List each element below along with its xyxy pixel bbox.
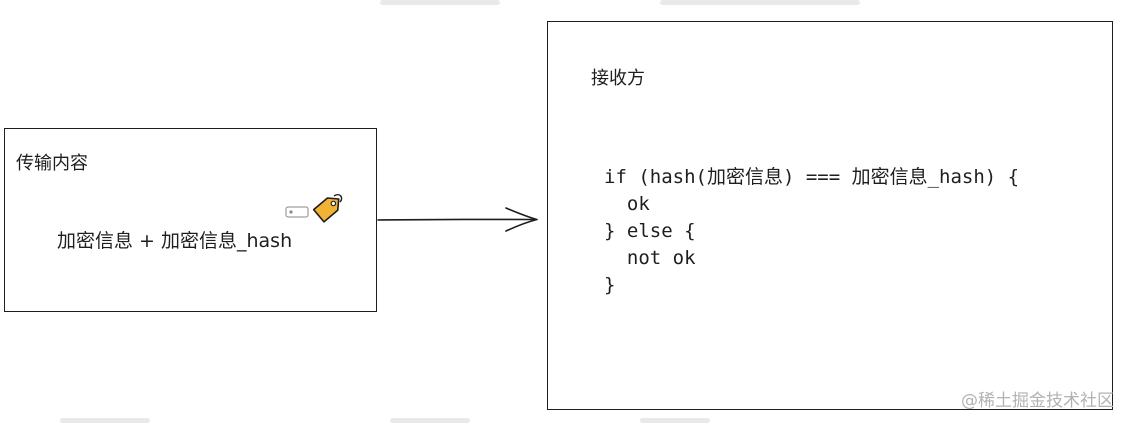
code-line: } [604,274,616,296]
faint-trace-bottom [60,418,150,423]
verification-code: if (hash(加密信息) === 加密信息_hash) { ok } else… [604,164,1019,299]
faint-trace-bottom-2 [390,418,470,423]
arrow-right-icon [377,207,538,232]
faint-trace-top-2 [660,0,860,5]
watermark: @稀土掘金技术社区 [961,391,1114,411]
receiver-box [547,21,1113,410]
transmission-content-box [4,128,377,312]
code-line: not ok [604,247,696,269]
tag-icon [285,193,343,223]
receiver-title: 接收方 [591,68,645,89]
transmission-content-title: 传输内容 [16,153,88,174]
code-line: } else { [604,220,696,242]
faint-trace-bottom-3 [640,418,710,423]
faint-trace-top [380,0,500,5]
transmission-content-text: 加密信息 + 加密信息_hash [57,230,293,252]
code-line: if (hash(加密信息) === 加密信息_hash) { [604,166,1020,188]
code-line: ok [604,193,650,215]
